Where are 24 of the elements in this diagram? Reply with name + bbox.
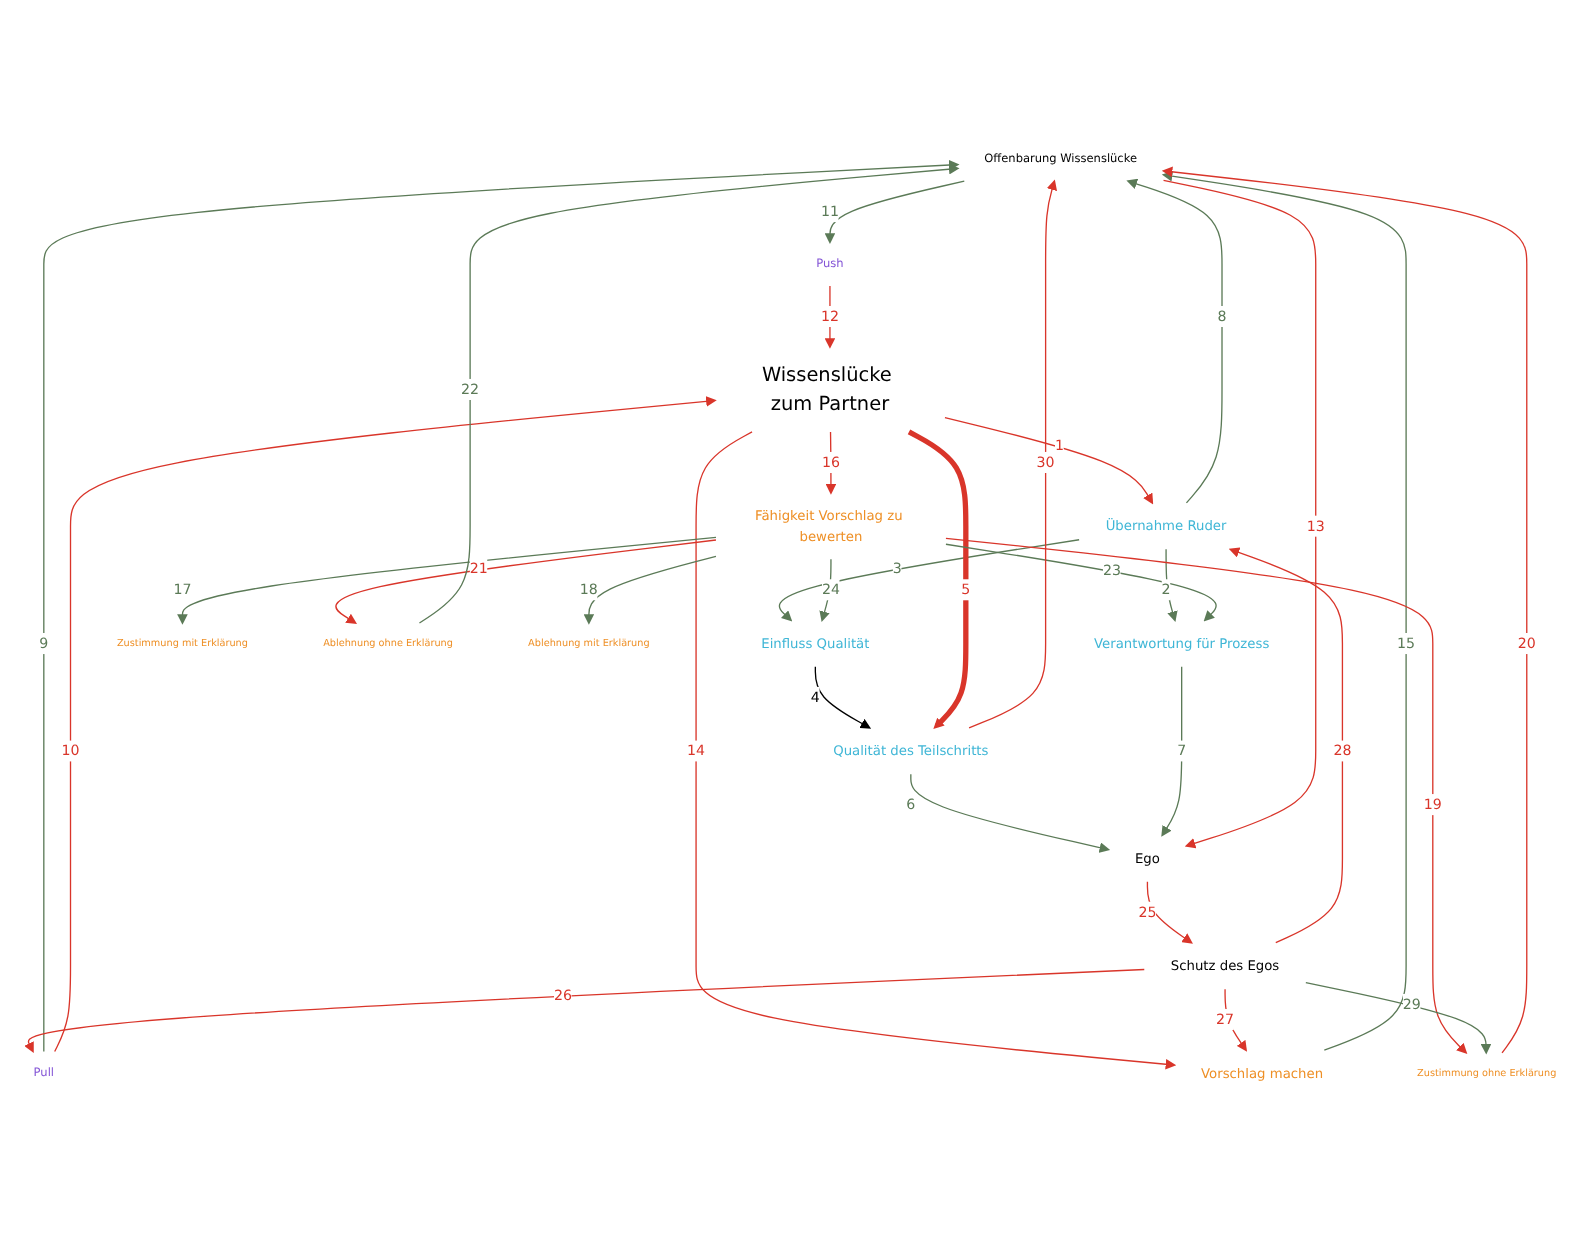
arrow: [1126, 178, 1223, 504]
arrow: [1224, 988, 1248, 1052]
arrow: [945, 537, 1468, 1055]
arrow: [907, 429, 969, 729]
arrow: [177, 536, 717, 625]
arrow: [1228, 547, 1344, 944]
arrow: [944, 416, 1154, 505]
arrow: [583, 555, 717, 625]
arrow: [968, 179, 1058, 729]
arrow: [778, 539, 1080, 622]
arrow: [43, 159, 960, 1053]
arrow: [910, 773, 1111, 853]
arrow: [54, 396, 717, 1053]
arrow: [824, 180, 965, 244]
arrow: [824, 285, 836, 349]
arrow: [819, 558, 832, 622]
arrow: [814, 666, 872, 729]
arrow: [825, 431, 837, 495]
arrow: [1305, 981, 1492, 1055]
arrow: [418, 163, 960, 624]
node-text: Wissenslücke zum Partner: [761, 363, 892, 416]
arrow: [1161, 666, 1183, 837]
arrow: [335, 539, 717, 624]
arrow: [24, 968, 1145, 1054]
